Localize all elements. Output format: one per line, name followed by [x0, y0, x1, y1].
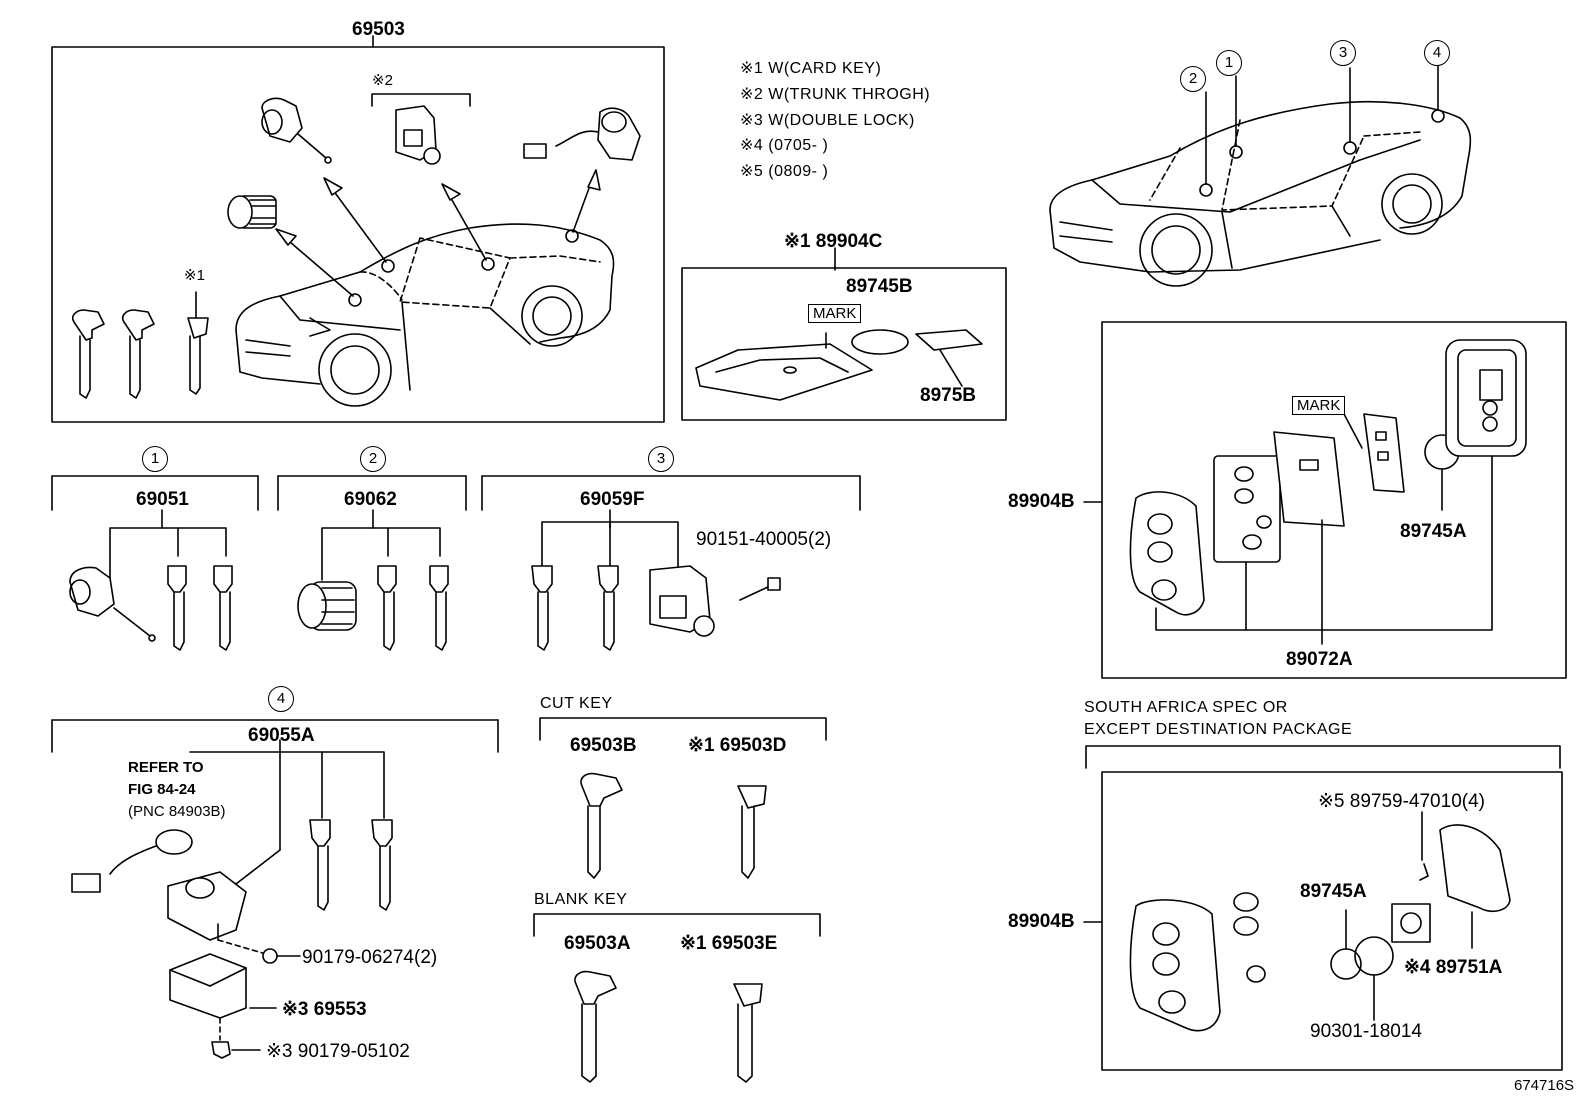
- part-90151-40005: 90151-40005(2): [696, 529, 832, 550]
- part-89904C: ※1 89904C: [784, 231, 883, 252]
- part-69051: 69051: [136, 489, 189, 510]
- smart-key-box-bottom: [1083, 745, 1563, 1071]
- refer-line-2: FIG 84-24: [128, 781, 196, 798]
- part-89751A: ※4 89751A: [1404, 957, 1503, 978]
- blank-key-label: BLANK KEY: [534, 891, 628, 908]
- assembly-69503-box: [51, 35, 665, 423]
- part-69503: 69503: [352, 19, 405, 40]
- note-mark-1: ※1: [184, 267, 205, 284]
- part-69503D: ※1 69503D: [688, 735, 787, 756]
- car-callout-3: 3: [1330, 40, 1356, 66]
- part-89745A-top: 89745A: [1400, 521, 1467, 542]
- note-5: ※5 (0809- ): [740, 163, 829, 180]
- south-africa-line-2: EXCEPT DESTINATION PACKAGE: [1084, 721, 1353, 738]
- note-3: ※3 W(DOUBLE LOCK): [740, 112, 915, 129]
- card-key-box: [681, 247, 1007, 421]
- note-1: ※1 W(CARD KEY): [740, 60, 882, 77]
- car-callout-2: 2: [1180, 66, 1206, 92]
- callout-group-4: [51, 719, 499, 1059]
- part-69055A: 69055A: [248, 725, 315, 746]
- refer-line-1: REFER TO: [128, 759, 204, 776]
- car-illustration-right: [1049, 65, 1472, 287]
- part-69503E: ※1 69503E: [680, 933, 778, 954]
- part-89745A-bottom: 89745A: [1300, 881, 1367, 902]
- callout-group-2: [277, 475, 467, 651]
- part-89745B: 89745B: [846, 276, 913, 297]
- cut-key-group: [539, 717, 827, 879]
- part-89904B-top: 89904B: [1008, 491, 1075, 512]
- smart-key-box-top: [1083, 321, 1567, 679]
- lock-cylinder-icons-top: [227, 97, 641, 229]
- part-69503A: 69503A: [564, 933, 631, 954]
- callout-arrows: [275, 169, 601, 297]
- part-69553: ※3 69553: [282, 999, 367, 1020]
- callout-group-1: [51, 475, 259, 651]
- part-69059F: 69059F: [580, 489, 645, 510]
- cut-key-label: CUT KEY: [540, 695, 613, 712]
- key-set-icons-top: [71, 291, 209, 399]
- car-illustration-left: [235, 223, 615, 407]
- car-callout-1: 1: [1216, 50, 1242, 76]
- part-90301-18014: 90301-18014: [1310, 1021, 1422, 1042]
- part-69062: 69062: [344, 489, 397, 510]
- south-africa-line-1: SOUTH AFRICA SPEC OR: [1084, 699, 1288, 716]
- mark-label-card: MARK: [808, 304, 862, 323]
- mark-label-fob: MARK: [1292, 396, 1346, 415]
- part-89759-47010: ※5 89759-47010(4): [1318, 791, 1485, 812]
- callout-3: 3: [648, 446, 674, 472]
- callout-1: 1: [142, 446, 168, 472]
- car-callout-4: 4: [1424, 40, 1450, 66]
- part-90179-05102: ※3 90179-05102: [266, 1041, 410, 1062]
- part-89904B-bottom: 89904B: [1008, 911, 1075, 932]
- note-2: ※2 W(TRUNK THROGH): [740, 86, 931, 103]
- part-69503B: 69503B: [570, 735, 637, 756]
- note-mark-2: ※2: [372, 72, 393, 89]
- refer-line-3: (PNC 84903B): [128, 803, 226, 820]
- callout-group-3: [481, 475, 861, 651]
- part-89072A: 89072A: [1286, 649, 1353, 670]
- callout-4: 4: [268, 686, 294, 712]
- callout-2: 2: [360, 446, 386, 472]
- blank-key-group: [533, 913, 821, 1083]
- part-90179-06274: 90179-06274(2): [302, 947, 438, 968]
- part-8975B: 8975B: [920, 385, 976, 406]
- note-4: ※4 (0705- ): [740, 137, 829, 154]
- diagram-id: 674716S: [1514, 1077, 1575, 1094]
